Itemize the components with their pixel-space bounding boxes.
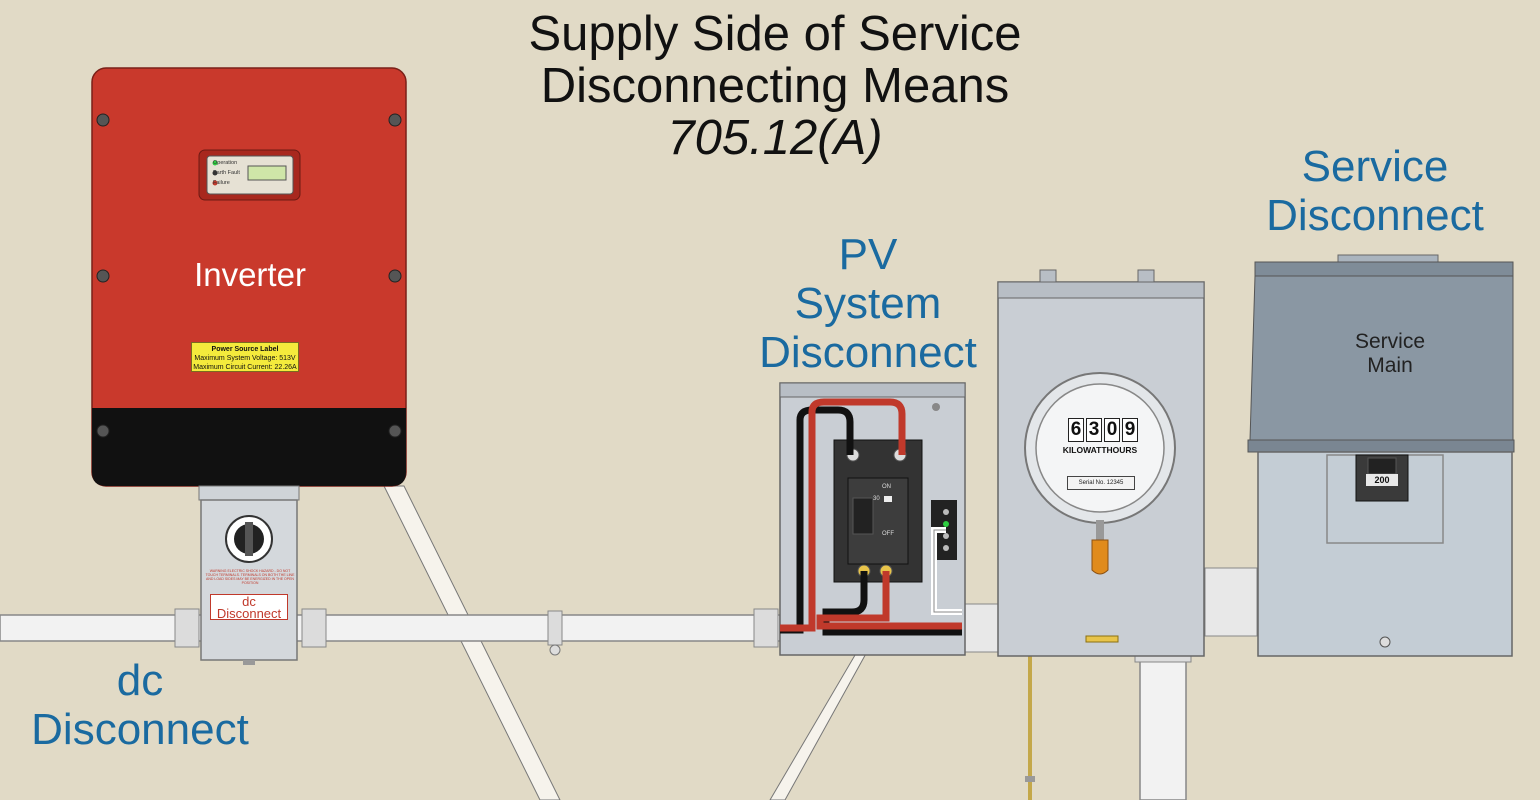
dc-switch-label: dc Disconnect [210,594,288,620]
psl-voltage: Maximum System Voltage: 513V [194,355,296,362]
screw-icon [388,269,402,283]
psl-current: Maximum Circuit Current: 22.26A [193,364,297,371]
service-disconnect-label: Service Disconnect [1250,142,1500,240]
service-main-label: Service Main [1290,330,1490,378]
code-reference: 705.12(A) [667,111,883,165]
pv-system-disconnect-label: PV System Disconnect [748,230,988,377]
psl-heading: Power Source Label [211,346,279,353]
strap-screw-icon [549,644,561,656]
meter-digit: 6 [1068,418,1084,442]
meter-digit: 3 [1086,418,1102,442]
service-main-label-line: Main [1367,354,1413,377]
breaker-on-label: ON [882,484,891,490]
meter-register: 6 3 0 9 [1068,418,1138,442]
service-breaker-handle[interactable] [1367,457,1397,475]
inverter-label: Inverter [194,256,306,293]
ground-clamp [1025,776,1035,782]
conduit-fitting [753,608,779,648]
meter-serial: Serial No. 12345 [1067,476,1135,490]
conduit-nipple-service [1204,567,1258,637]
meter-digit: 9 [1122,418,1138,442]
breaker-handle[interactable] [852,497,874,535]
neutral-screw-icon [943,545,949,551]
wire-white-outline [933,529,962,613]
dc-switch-label-line: dc [242,594,256,609]
meter-seal-tag [1091,539,1109,575]
conduit-dc [0,614,781,642]
inverter-lcd [247,165,287,181]
screw-icon [96,113,110,127]
dc-warning-label: WARNING ELECTRIC SHOCK HAZARD - DO NOT T… [205,569,295,585]
pv-box-top [779,382,966,398]
screw-icon [96,424,110,438]
service-label-line: Service [1301,142,1449,191]
title-line-1: Supply Side of Service [528,7,1022,61]
dc-disconnect-label: dc Disconnect [20,656,260,754]
conduit-vertical [1139,654,1187,800]
screw-icon [388,424,402,438]
meter-seal [1096,520,1104,540]
indicator-earth-fault: Earth Fault [213,170,240,176]
meter-unit: KILOWATTHOURS [1062,445,1138,455]
inverter-base [92,408,406,486]
dc-disconnect-neck [198,485,300,501]
inverter-pointer [383,485,561,800]
dc-box-tab [243,660,255,665]
breaker-off-label: OFF [882,531,894,537]
neutral-screw-icon [943,521,949,527]
service-label-line: Disconnect [1266,191,1484,240]
keyhole-icon [932,403,940,411]
screw-icon [388,113,402,127]
diagram-title: Supply Side of Service Disconnecting Mea… [470,8,1080,164]
power-source-label: Power Source Label Maximum System Voltag… [191,342,299,372]
neutral-screw-icon [943,533,949,539]
wire-red-load [816,571,962,630]
wire-black-load [822,571,962,636]
title-line-2: Disconnecting Means [540,59,1010,113]
dc-rotary-handle[interactable] [245,522,253,556]
indicator-operation: Operation [213,160,238,166]
pv-label-line: System [794,279,942,328]
indicator-failure: Failure [213,180,230,186]
breaker-indicator [884,496,892,502]
operation-led-icon [212,160,218,166]
wire-red [780,398,906,632]
meter-base-hood [997,281,1205,299]
service-lid-top [1254,261,1514,277]
neutral-screw-icon [943,509,949,515]
dc-switch-label-line: Disconnect [216,606,282,621]
service-lid-lip [1247,439,1515,453]
pv-pointer [769,649,869,800]
inverter-status-panel: Operation Earth Fault Failure [199,150,300,200]
dc-disconnect-label-line: dc [116,656,164,705]
service-screw-icon [1379,636,1391,648]
pv-label-line: Disconnect [759,328,977,377]
screw-icon [96,269,110,283]
conduit-nipple [961,603,1001,653]
conduit-fitting [301,608,327,648]
breaker-rating: 30 [873,496,880,502]
conduit-fitting [174,608,200,648]
service-main-label-line: Service [1354,330,1426,353]
meter-latch [1085,635,1119,643]
meter-hinge [1039,269,1057,283]
conduit-strap [547,610,563,646]
pv-label-line: PV [838,230,898,279]
failure-led-icon [212,180,218,186]
service-breaker-rating: 200 [1366,474,1398,486]
meter-digit: 0 [1104,418,1120,442]
earth-fault-led-icon [212,170,218,176]
dc-disconnect-label-line: Disconnect [31,705,249,754]
meter-hinge [1137,269,1155,283]
